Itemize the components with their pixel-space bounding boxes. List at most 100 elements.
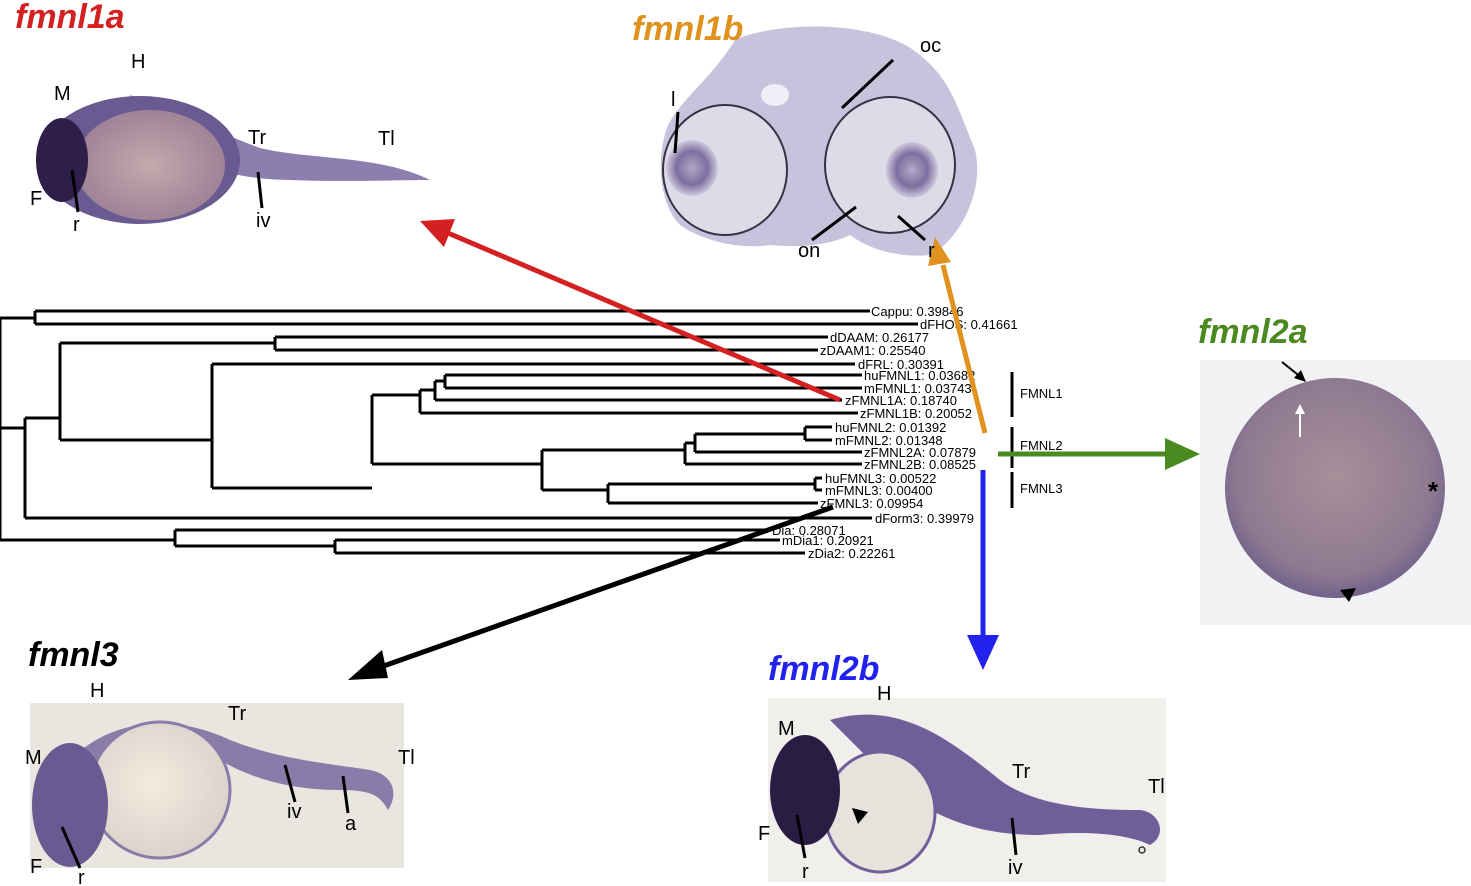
panel-title-fmnl2b: fmnl2b [768, 650, 879, 688]
leaf-label: zFMNL1B: 0.20052 [860, 406, 972, 421]
fmnl2b-label-f: F [758, 823, 770, 845]
fmnl2b-pointer-r [795, 814, 807, 859]
panel-title-fmnl1b: fmnl1b [632, 10, 743, 48]
arrow-to-fmnl1a [420, 219, 841, 403]
fmnl1a-embryo-head [36, 118, 88, 202]
arrow-to-fmnl2a-head [1165, 438, 1200, 470]
fmnl1b-label-l: l [671, 89, 675, 111]
fmnl1a-label-tl: Tl [378, 128, 395, 150]
arrow-to-fmnl1b-head [928, 237, 951, 266]
fmnl3-label-a: a [345, 813, 357, 835]
leaf-label: Dia: 0.28071 [772, 523, 846, 538]
fmnl1b-label-oc: oc [920, 35, 941, 57]
leaf-label: zDAAM1: 0.25540 [820, 343, 926, 358]
leaf-label: mDia1: 0.20921 [782, 533, 874, 548]
fmnl2b-embryo-trunk [830, 714, 1161, 845]
leaf-label: mFMNL1: 0.03743 [864, 381, 972, 396]
leaf-label: huFMNL1: 0.03682 [864, 368, 975, 383]
arrow-to-fmnl1a-shaft [447, 230, 841, 403]
panel-title-fmnl1a: fmnl1a [15, 0, 125, 36]
fmnl3-label-tl: Tl [398, 747, 415, 769]
fmnl2a-white-arrow-head [1295, 404, 1305, 414]
fmnl1a-pointer-r [70, 169, 80, 213]
fmnl3-label-tr: Tr [228, 703, 246, 725]
fmnl2b-label-iv: iv [1008, 857, 1022, 879]
fmnl3-label-f: F [30, 856, 42, 878]
panel-title-fmnl2a: fmnl2a [1198, 313, 1308, 351]
leaf-label: mFMNL3: 0.00400 [825, 483, 933, 498]
fmnl3-embryo-yolk [88, 720, 232, 860]
panel-fmnl1b [660, 26, 978, 256]
leaf-label: dDAAM: 0.26177 [830, 330, 929, 345]
arrow-to-fmnl3 [348, 504, 834, 680]
panel-fmnl1a [35, 67, 445, 242]
fmnl2b-label-tr: Tr [1012, 761, 1030, 783]
fmnl2b-arrowhead-marker [852, 808, 868, 824]
arrow-to-fmnl3-shaft [377, 504, 834, 671]
leaf-label: mFMNL2: 0.01348 [835, 433, 943, 448]
fmnl3-label-r: r [78, 867, 85, 886]
fmnl2a-black-arrow-head [1294, 370, 1306, 382]
fmnl1b-left-eye [662, 104, 788, 236]
panel-fmnl3 [30, 703, 404, 869]
fmnl1a-label-f: F [30, 188, 42, 210]
leaf-label: dFHOS: 0.41661 [920, 317, 1018, 332]
fmnl1b-pointer-oc [840, 58, 895, 110]
panel-fmnl2a [1200, 360, 1471, 625]
fmnl2b-label-h: H [877, 683, 891, 705]
fmnl1a-label-tr: Tr [248, 127, 266, 149]
arrow-to-fmnl3-head [348, 650, 388, 680]
clade-label-fmnl3: FMNL3 [1020, 481, 1063, 496]
clade-label-fmnl1: FMNL1 [1020, 386, 1063, 401]
fmnl2b-embryo-yolk [823, 750, 937, 874]
fmnl2b-embryo-tail-tip [1138, 846, 1146, 854]
fmnl1b-pointer-l [673, 111, 680, 154]
leaf-label: zFMNL2A: 0.07879 [864, 445, 976, 460]
fmnl2a-embryo [1225, 378, 1445, 598]
leaf-label: zFMNL2B: 0.08525 [864, 457, 976, 472]
fmnl2a-arrowhead-marker [1340, 588, 1356, 602]
leaf-label: huFMNL3: 0.00522 [825, 471, 936, 486]
fmnl2b-embryo-head [770, 735, 840, 845]
fmnl1b-label-on: on [798, 240, 820, 262]
arrow-to-fmnl1a-head [420, 219, 455, 247]
fmnl2b-label-r: r [802, 861, 809, 883]
leaf-label: zFMNL1A: 0.18740 [845, 393, 957, 408]
fmnl2b-label-m: M [778, 718, 795, 740]
arrow-to-fmnl2b [967, 470, 999, 670]
fmnl1a-embryo-yolk [75, 110, 225, 220]
leaf-label: dFRL: 0.30391 [858, 357, 944, 372]
leaf-label: Cappu: 0.39846 [871, 304, 964, 319]
fmnl1b-left-lens [666, 140, 718, 196]
clade-label-fmnl2: FMNL2 [1020, 438, 1063, 453]
fmnl2b-label-tl: Tl [1148, 776, 1165, 798]
fmnl3-label-m: M [25, 747, 42, 769]
leaf-label: zFMNL3: 0.09954 [820, 496, 923, 511]
arrow-to-fmnl1b-shaft [940, 264, 988, 434]
fmnl3-pointer-r [60, 826, 82, 869]
fmnl3-pointer-a [341, 775, 350, 814]
arrow-to-fmnl2a [998, 438, 1200, 470]
arrow-to-fmnl1b [928, 237, 988, 434]
panel-title-fmnl3: fmnl3 [28, 636, 119, 674]
fmnl3-pointer-iv [283, 764, 297, 803]
leaf-label: dForm3: 0.39979 [875, 511, 974, 526]
fmnl1b-label-r: r [928, 240, 935, 262]
fmnl1b-pointer-on [811, 205, 857, 242]
fmnl3-label-iv: iv [287, 801, 301, 823]
panel-fmnl2b [768, 698, 1166, 882]
fmnl3-embryo-head [32, 743, 108, 867]
fmnl1a-label-m: M [54, 83, 71, 105]
leaf-label: zDia2: 0.22261 [808, 546, 895, 561]
fmnl1a-label-iv: iv [256, 210, 270, 232]
fmnl1a-label-h: H [131, 51, 145, 73]
arrow-to-fmnl2b-head [967, 635, 999, 670]
fmnl2b-pointer-iv [1010, 817, 1018, 856]
fmnl1b-right-lens [886, 142, 938, 198]
fmnl2a-asterisk: * [1428, 476, 1439, 506]
fmnl1a-label-r: r [73, 214, 80, 236]
fmnl1b-pointer-r [897, 214, 926, 242]
fmnl3-label-h: H [90, 680, 104, 702]
fmnl1a-pointer-iv [256, 171, 264, 209]
